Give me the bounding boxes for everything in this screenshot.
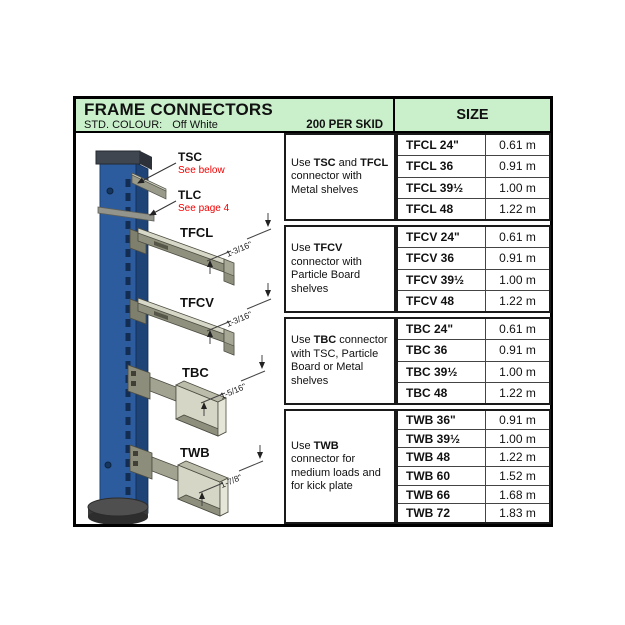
part-number: TWB 48 [398, 448, 486, 467]
tfcv-shape-label: TFCV [180, 295, 214, 310]
metric-size: 1.52 m [499, 468, 536, 483]
metric-size: 1.22 m [499, 201, 536, 216]
header-subrow: STD. COLOUR: Off White 200 PER SKID [84, 119, 385, 131]
size-row: TFCL 39½ 1.00 m [398, 176, 549, 198]
part-number: TWB 60 [398, 467, 486, 485]
part-number: TWB 39½ [398, 429, 486, 448]
usage-note-text: Use TBC connector with TSC, Particle Boa… [291, 334, 388, 387]
tbc-dimension-text: 1-5/16" [219, 381, 248, 401]
std-colour-label: STD. COLOUR: [84, 119, 163, 131]
per-skid-label: 200 PER SKID [306, 119, 383, 131]
page-title: FRAME CONNECTORS [84, 100, 273, 119]
size-row: TBC 39½ 1.00 m [398, 360, 549, 382]
metric-size: 1.22 m [499, 385, 536, 400]
part-number: TFCL 24" [398, 135, 486, 156]
metric-size: 0.61 m [499, 230, 536, 245]
part-number: TBC 48 [398, 382, 486, 403]
post-hole [106, 187, 114, 195]
usage-note-text: Use TWB connector for medium loads and f… [291, 439, 381, 493]
metric-size: 0.61 m [499, 322, 536, 337]
tlc-band [97, 206, 155, 222]
size-row: TWB 39½ 1.00 m [398, 428, 549, 448]
connector-usage-note: Use TBC connector with TSC, Particle Boa… [284, 317, 396, 405]
connector-usage-note: Use TFCV connector with Particle Board s… [284, 225, 396, 313]
header-left-cell: FRAME CONNECTORS STD. COLOUR: Off White 2… [76, 99, 393, 132]
tlc-label: TLC [178, 188, 202, 202]
size-column-header: SIZE [393, 99, 550, 131]
tfcl-shape-label: TFCL [180, 225, 213, 240]
size-table-group: TFCL 24" 0.61 m TFCL 36 0.91 m TFCL 39½ 1.00 … [396, 133, 551, 221]
part-number: TWB 66 [398, 485, 486, 504]
usage-note-text: Use TSC and TFCL connector with Metal sh… [291, 156, 389, 196]
size-row: TFCV 48 1.22 m [398, 289, 549, 311]
size-row: TWB 66 1.68 m [398, 484, 549, 504]
part-number: TFCL 39½ [398, 177, 486, 198]
size-row: TWB 72 1.83 m [398, 503, 549, 523]
metric-size: 1.22 m [499, 293, 536, 308]
part-number: TFCL 36 [398, 156, 486, 177]
metric-size: 0.91 m [499, 159, 536, 174]
std-colour: STD. COLOUR: Off White [84, 119, 218, 131]
usage-note-text: Use TFCV connector with Particle Board s… [291, 242, 362, 295]
part-number: TFCL 48 [398, 198, 486, 219]
size-row: TFCV 39½ 1.00 m [398, 268, 549, 290]
tlc-leader-arrow [149, 200, 177, 216]
metric-size: 1.83 m [499, 506, 536, 521]
tfcv-dimension-text: 1-3/16" [225, 309, 254, 329]
frame-connectors-sheet: FRAME CONNECTORS STD. COLOUR: Off White 2… [73, 96, 553, 527]
post-hole [104, 461, 112, 469]
part-number: TWB 36" [398, 411, 486, 429]
sheet-body: TSC See below TLC See page 4 TFCL TFCV T… [76, 133, 551, 524]
size-row: TBC 36 0.91 m [398, 339, 549, 361]
metric-size: 0.61 m [499, 138, 536, 153]
metric-size: 1.00 m [499, 431, 536, 446]
metric-size: 0.91 m [499, 343, 536, 358]
connector-usage-note: Use TWB connector for medium loads and f… [284, 409, 396, 524]
size-table-group: TFCV 24" 0.61 m TFCV 36 0.91 m TFCV 39½ 1.00 … [396, 225, 551, 313]
size-row: TWB 48 1.22 m [398, 447, 549, 467]
twb-dimension-text: 1-7/8" [219, 472, 244, 490]
frame-post-illustration: TSC See below TLC See page 4 TFCL TFCV T… [87, 150, 284, 524]
part-number: TBC 39½ [398, 361, 486, 382]
tfcl-dimension-text: 1-3/16" [225, 239, 254, 259]
size-row: TBC 48 1.22 m [398, 381, 549, 403]
metric-size: 1.22 m [499, 450, 536, 465]
size-row: TFCL 24" 0.61 m [398, 135, 549, 156]
metric-size: 1.68 m [499, 487, 536, 502]
part-number: TFCV 48 [398, 290, 486, 311]
part-number: TWB 72 [398, 504, 486, 523]
part-number: TFCV 39½ [398, 269, 486, 290]
part-number: TBC 24" [398, 319, 486, 340]
tsc-label: TSC [178, 150, 202, 164]
tsc-note: See below [178, 165, 225, 176]
std-colour-value: Off White [172, 119, 218, 131]
post-base-foot [87, 497, 149, 524]
size-row: TBC 24" 0.61 m [398, 319, 549, 340]
size-row: TFCL 48 1.22 m [398, 197, 549, 219]
twb-shape-label: TWB [180, 445, 210, 460]
part-number: TBC 36 [398, 340, 486, 361]
connector-usage-note: Use TSC and TFCL connector with Metal sh… [284, 133, 396, 221]
part-number: TFCV 36 [398, 248, 486, 269]
part-number: TFCV 24" [398, 227, 486, 248]
size-row: TFCL 36 0.91 m [398, 155, 549, 177]
post-cap [95, 150, 152, 170]
tlc-note: See page 4 [178, 203, 230, 214]
metric-size: 1.00 m [499, 272, 536, 287]
metric-size: 1.00 m [499, 364, 536, 379]
tbc-shape-label: TBC [182, 365, 209, 380]
size-row: TWB 36" 0.91 m [398, 411, 549, 429]
size-row: TFCV 36 0.91 m [398, 247, 549, 269]
tsc-leader-arrow [137, 162, 177, 184]
size-row: TFCV 24" 0.61 m [398, 227, 549, 248]
metric-size: 0.91 m [499, 412, 536, 427]
sheet-header: FRAME CONNECTORS STD. COLOUR: Off White 2… [76, 99, 550, 133]
metric-size: 1.00 m [499, 180, 536, 195]
size-row: TWB 60 1.52 m [398, 466, 549, 485]
metric-size: 0.91 m [499, 251, 536, 266]
